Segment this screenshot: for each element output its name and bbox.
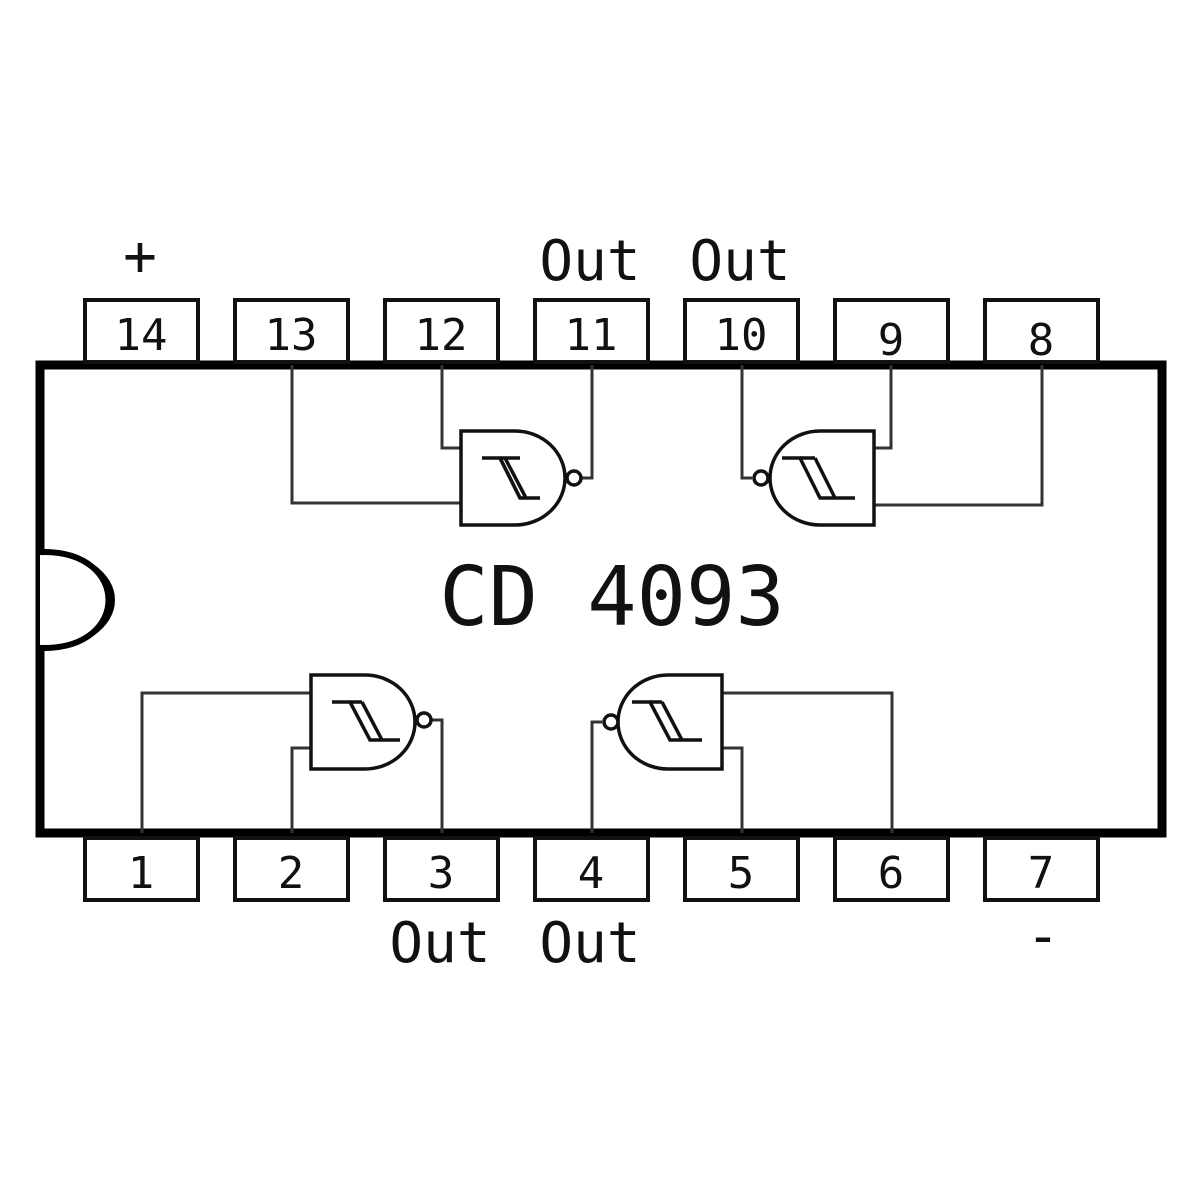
pin-7 bbox=[983, 836, 1100, 902]
bottom-pin-row: 1 2 3 4 5 6 7 Out Out - bbox=[83, 836, 1100, 976]
pin-6 bbox=[833, 836, 950, 902]
pin-number: 12 bbox=[415, 310, 468, 361]
pin-label-vss: - bbox=[1026, 904, 1060, 969]
pin-number: 14 bbox=[115, 310, 168, 361]
pin-number: 13 bbox=[265, 310, 318, 361]
pin-label-out: Out bbox=[389, 911, 490, 976]
pin-number: 3 bbox=[428, 848, 455, 899]
pin-9 bbox=[833, 298, 950, 364]
pin-4 bbox=[533, 836, 650, 902]
pin-number: 5 bbox=[728, 848, 755, 899]
pin-10 bbox=[683, 298, 800, 364]
pin-number: 10 bbox=[715, 310, 768, 361]
nand-gate-bottom-right bbox=[590, 673, 894, 833]
top-pin-row: 14 13 12 11 10 9 8 + Out Out bbox=[83, 224, 1100, 366]
pin-1 bbox=[83, 836, 200, 902]
nand-gate-top-right bbox=[740, 365, 1044, 527]
pin-number: 2 bbox=[278, 848, 305, 899]
pin-2 bbox=[233, 836, 350, 902]
orientation-notch bbox=[43, 549, 112, 651]
pin-11 bbox=[533, 298, 650, 364]
pin-5 bbox=[683, 836, 800, 902]
pin-8 bbox=[983, 298, 1100, 364]
pin-number: 11 bbox=[565, 310, 618, 361]
nand-gate-top-left bbox=[290, 365, 594, 527]
pin-3 bbox=[383, 836, 500, 902]
pin-label-out: Out bbox=[689, 229, 790, 294]
pin-14 bbox=[83, 298, 200, 364]
pin-number: 6 bbox=[878, 848, 905, 899]
pin-13 bbox=[233, 298, 350, 364]
pin-12 bbox=[383, 298, 500, 364]
pin-number: 9 bbox=[878, 315, 905, 366]
pin-label-out: Out bbox=[539, 229, 640, 294]
pin-number: 8 bbox=[1028, 315, 1055, 366]
pin-number: 4 bbox=[578, 848, 605, 899]
pin-number: 1 bbox=[128, 848, 155, 899]
chip-body bbox=[35, 360, 1167, 838]
pin-label-out: Out bbox=[539, 911, 640, 976]
pin-number: 7 bbox=[1028, 848, 1055, 899]
chip-title: CD 4093 bbox=[439, 550, 785, 645]
pin-label-vdd: + bbox=[123, 224, 157, 289]
nand-gate-bottom-left bbox=[140, 673, 444, 833]
